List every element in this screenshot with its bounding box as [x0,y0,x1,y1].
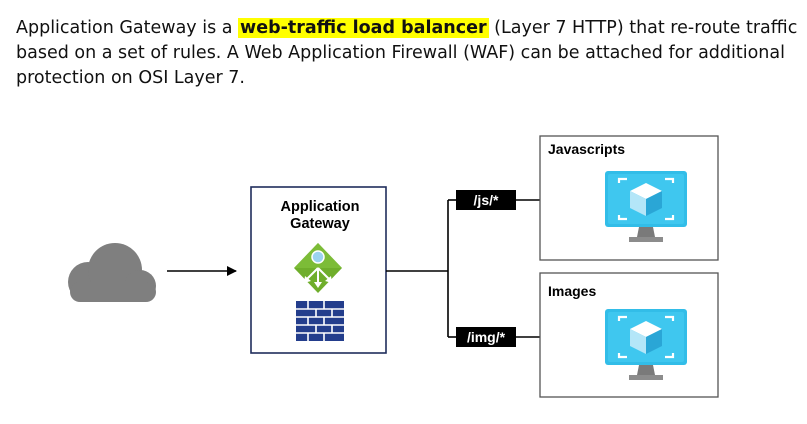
route-js-label: /js/* [474,192,499,208]
route-js-badge [456,190,516,210]
cloud-icon [68,243,156,302]
route-img-badge [456,327,516,347]
virtual-machine-monitor-icon [605,171,687,242]
firewall-brick-icon [296,301,344,341]
gateway-title-line1: Application [281,199,360,215]
application-gateway-icon [294,243,342,293]
route-connector [386,199,458,338]
intro-text-end: (Layer 7 HTTP) that re-route traffic bas… [16,18,798,88]
javascripts-title: Javascripts [548,141,625,157]
route-img-label: /img/* [467,329,506,345]
intro-highlight: web-traffic load balancer [238,18,489,38]
images-title: Images [548,283,596,299]
intro-paragraph: Application Gateway is a web-traffic loa… [16,16,801,91]
virtual-machine-monitor-icon [605,309,687,380]
gateway-title-line2: Gateway [290,216,350,232]
intro-text-start: Application Gateway is a [16,18,239,38]
